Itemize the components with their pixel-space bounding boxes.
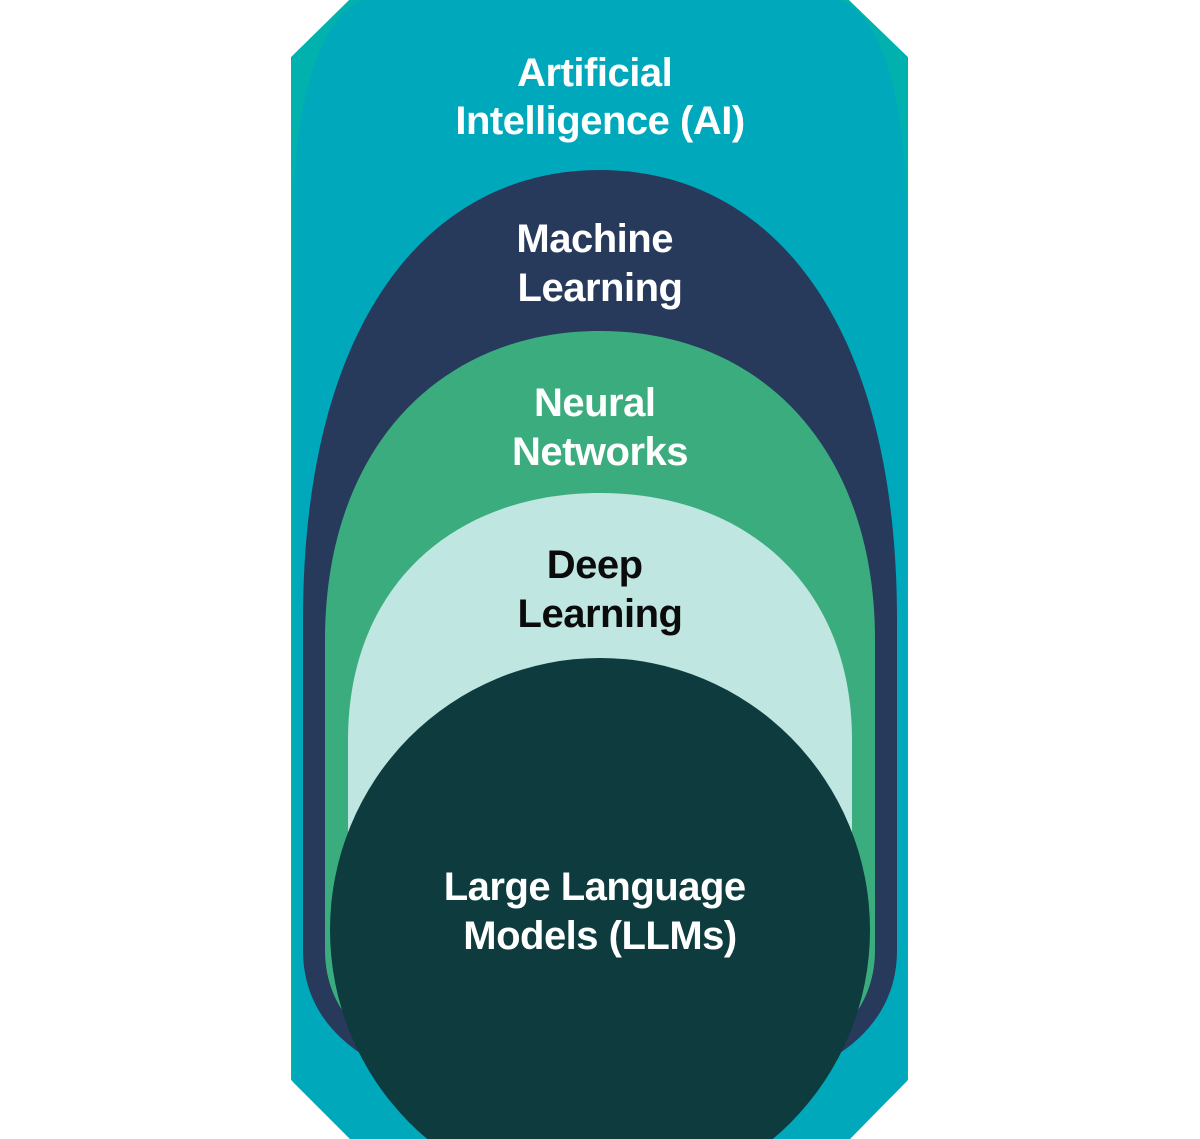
neural-networks-label-line-1: Neural (534, 381, 656, 425)
neural-networks-label: Neural Networks (512, 381, 688, 474)
artificial-intelligence-label: Artificial Intelligence (AI) (455, 51, 744, 143)
deep-learning-label: Deep Learning (518, 543, 683, 636)
artificial-intelligence-label-line-2: Intelligence (AI) (455, 99, 744, 143)
deep-learning-label-line-1: Deep (547, 543, 643, 587)
large-language-models-label-line-1: Large Language (444, 865, 746, 909)
artificial-intelligence-label-line-1: Artificial (517, 51, 672, 95)
large-language-models-label-line-2: Models (LLMs) (463, 914, 736, 958)
machine-learning-label-line-2: Learning (518, 266, 683, 310)
machine-learning-label: Machine Learning (516, 217, 683, 310)
large-language-models-label: Large Language Models (LLMs) (444, 865, 757, 958)
neural-networks-label-line-2: Networks (512, 430, 688, 474)
machine-learning-label-line-1: Machine (516, 217, 673, 261)
large-language-models-layer-shape (330, 658, 870, 1139)
deep-learning-label-line-2: Learning (518, 592, 683, 636)
